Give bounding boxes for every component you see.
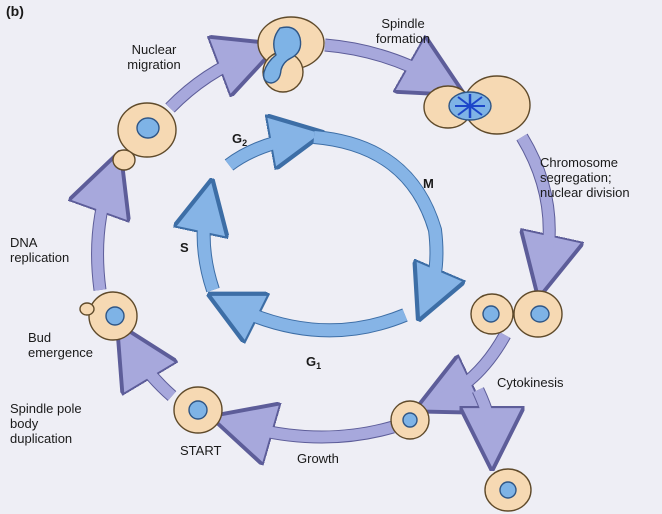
label-cytokinesis: Cytokinesis — [497, 375, 563, 390]
label-bud-emergence: Bud emergence — [28, 330, 93, 360]
phase-label-g1: G1 — [306, 354, 321, 371]
label-chromosome-segregation: Chromosome segregation; nuclear division — [540, 155, 630, 200]
label-nuclear-migration-line1: Nuclear — [104, 42, 204, 57]
label-dna-replication-line2: replication — [10, 250, 69, 265]
label-spb-line3: duplication — [10, 431, 82, 446]
cell-nuclear-migration — [258, 17, 324, 92]
label-nuclear-migration-line2: migration — [104, 57, 204, 72]
phase-g2-letter: G — [232, 131, 242, 146]
label-dna-replication-line1: DNA — [10, 235, 69, 250]
label-spb-line2: body — [10, 416, 82, 431]
phase-label-g2: G2 — [232, 131, 247, 148]
label-nuclear-migration: Nuclear migration — [104, 42, 204, 72]
phase-g1-sub: 1 — [316, 361, 321, 371]
phase-label-m: M — [423, 176, 434, 191]
cell-spindle-formation — [424, 76, 530, 134]
label-start: START — [180, 443, 221, 458]
label-dna-replication: DNA replication — [10, 235, 69, 265]
panel-label: (b) — [6, 4, 24, 19]
cell-start — [174, 387, 222, 433]
label-chromosome-segregation-line2: segregation; — [540, 170, 630, 185]
inner-arrow-m — [314, 137, 436, 298]
label-bud-emergence-line1: Bud — [28, 330, 93, 345]
cell-daughter-small — [391, 401, 429, 439]
label-spindle-pole-body-duplication: Spindle pole body duplication — [10, 401, 82, 446]
label-spindle-formation-line1: Spindle — [358, 16, 448, 31]
label-growth: Growth — [297, 451, 339, 466]
phase-g2-sub: 2 — [242, 138, 247, 148]
cell-daughter-released — [485, 469, 531, 511]
label-chromosome-segregation-line1: Chromosome — [540, 155, 630, 170]
cell-nuclear-division — [471, 291, 562, 337]
label-chromosome-segregation-line3: nuclear division — [540, 185, 630, 200]
label-bud-emergence-line2: emergence — [28, 345, 93, 360]
inner-cycle-arrows — [204, 137, 437, 330]
phase-g1-letter: G — [306, 354, 316, 369]
cell-budded — [113, 103, 176, 170]
label-spb-line1: Spindle pole — [10, 401, 82, 416]
phase-label-s: S — [180, 240, 189, 255]
label-spindle-formation: Spindle formation — [358, 16, 448, 46]
label-spindle-formation-line2: formation — [358, 31, 448, 46]
